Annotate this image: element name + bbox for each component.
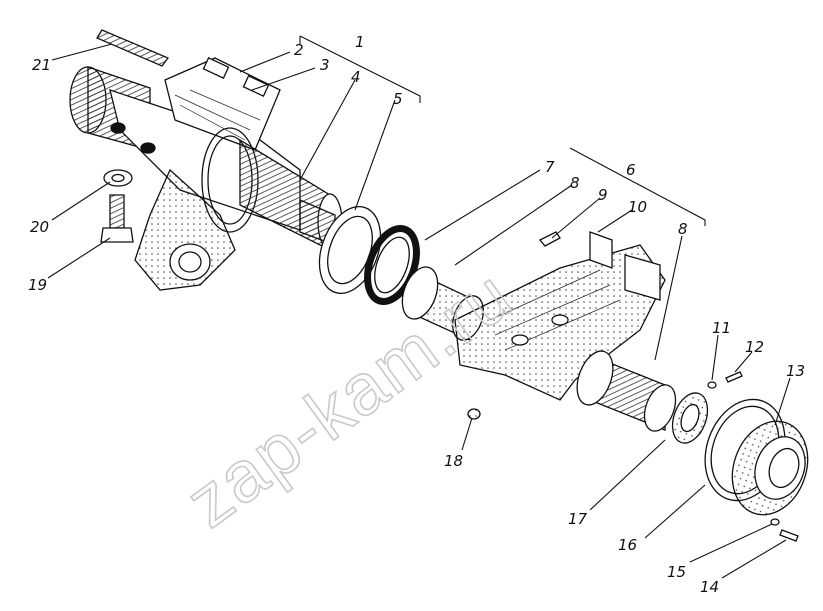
- label-20: 20: [30, 218, 49, 236]
- label-3: 3: [320, 56, 330, 74]
- label-19: 19: [28, 276, 47, 294]
- label-11: 11: [712, 319, 731, 337]
- bearing-8-right: [576, 350, 677, 432]
- label-4: 4: [351, 68, 361, 86]
- label-8-left: 8: [570, 174, 580, 192]
- label-13: 13: [786, 362, 805, 380]
- leader-lines: [47, 35, 791, 579]
- screw-11: [707, 381, 717, 389]
- screw-14: [779, 529, 799, 542]
- pin-21: [96, 29, 170, 67]
- plug-18: [467, 408, 481, 420]
- callout-labels: 21 2 3 1 4 5 7 8 9 10 6 8 11 12 13 20 19…: [28, 33, 805, 596]
- label-8-right: 8: [678, 220, 688, 238]
- housing-assembly: [69, 57, 343, 291]
- label-7: 7: [545, 158, 555, 176]
- label-21: 21: [32, 56, 51, 74]
- label-18: 18: [444, 452, 463, 470]
- cover-13: [731, 420, 809, 516]
- washer-20: [103, 169, 133, 187]
- label-16: 16: [618, 536, 637, 554]
- bolt-19: [100, 194, 134, 243]
- seal-7: [364, 225, 420, 305]
- label-1: 1: [355, 33, 365, 51]
- nut-17: [671, 392, 709, 444]
- label-10: 10: [628, 198, 647, 216]
- label-15: 15: [667, 563, 686, 581]
- label-9: 9: [598, 186, 608, 204]
- label-6: 6: [626, 161, 636, 179]
- label-2: 2: [294, 41, 304, 59]
- label-5: 5: [393, 90, 403, 108]
- screw-12: [725, 371, 743, 383]
- label-12: 12: [745, 338, 764, 356]
- bracket-10: [454, 231, 666, 401]
- washer-15: [770, 518, 780, 526]
- label-14: 14: [700, 578, 719, 596]
- watermark-text: zap-kam.ru: [172, 255, 527, 543]
- label-17: 17: [568, 510, 588, 528]
